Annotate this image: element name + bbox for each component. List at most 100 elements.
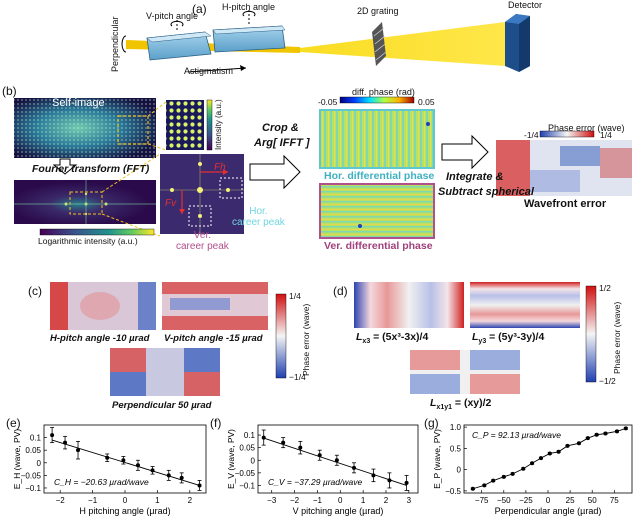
- y-tick-label: 0.1: [244, 431, 256, 440]
- phase-error-min: -1/4: [524, 130, 539, 140]
- slope-annotation: C_H = −20.63 µrad/wave: [54, 477, 149, 487]
- y-tick-label: 0.1: [30, 434, 42, 443]
- perpendicular-label: Perpendicular: [110, 16, 120, 72]
- y-tick-label: −0.05: [235, 469, 256, 478]
- data-point: [352, 465, 356, 470]
- fit-line: [263, 437, 407, 486]
- panel-d-cbar-label: Phase error (wave): [612, 301, 622, 374]
- y-axis-label: E_V (wave, PV): [226, 429, 236, 489]
- data-point: [166, 473, 171, 478]
- panel-label-c: (c): [28, 284, 42, 298]
- v-pitch-map: [162, 282, 268, 330]
- intensity-colorbar: [206, 99, 213, 151]
- data-point: [317, 453, 322, 458]
- panel-label-f: (f): [210, 416, 222, 430]
- y-tick-label: 0: [251, 456, 256, 465]
- fv-label: Fv: [165, 198, 177, 209]
- panel-label-g: (g): [424, 416, 439, 430]
- data-point: [594, 432, 599, 437]
- x-axis-label: Perpendicular angle (µrad): [495, 506, 602, 516]
- x-tick-label: 75: [610, 496, 619, 505]
- y-tick-label: 1.0: [450, 423, 462, 432]
- h-pitch-caption: H-pitch angle -10 µrad: [50, 333, 150, 344]
- v-pitch-label: V-pitch angle: [146, 11, 199, 21]
- data-point: [179, 475, 184, 480]
- lxy-map: [410, 350, 520, 394]
- data-point: [585, 436, 590, 441]
- data-point: [150, 468, 155, 473]
- x-tick-label: 1: [361, 496, 366, 505]
- x-tick-label: −1: [88, 496, 98, 505]
- panel-d-maps: [354, 282, 597, 394]
- data-point: [576, 441, 581, 446]
- fft-image: [14, 180, 156, 224]
- x-tick-label: −3: [267, 496, 277, 505]
- data-point: [63, 440, 68, 445]
- y-tick-label: −0.05: [21, 471, 42, 480]
- y-tick-label: −0.1: [25, 484, 41, 493]
- phase-error-max: 1/4: [600, 130, 612, 140]
- data-point: [530, 461, 535, 466]
- perp-caption: Perpendicular 50 µrad: [112, 400, 212, 411]
- v-pitch-caption: V-pitch angle -15 µrad: [164, 333, 263, 344]
- integrate-label-2: Subtract spherical: [438, 186, 534, 198]
- x-tick-label: 2: [188, 496, 193, 505]
- lxy-sub: x1y1: [436, 404, 452, 412]
- x-axis-label: H pitching angle (µrad): [79, 506, 170, 516]
- y-axis-label: E_H (wave, PV): [12, 429, 22, 490]
- x-tick-label: −50: [497, 496, 511, 505]
- data-point: [371, 473, 376, 478]
- data-point: [565, 443, 570, 448]
- data-point: [603, 431, 608, 436]
- log-intensity-label: Logarithmic intensity (a.u.): [38, 236, 138, 246]
- x-tick-label: −1: [313, 496, 323, 505]
- data-point: [135, 463, 140, 468]
- y-tick-label: 0.5: [450, 444, 462, 453]
- wavefront-label: Wavefront error: [524, 198, 607, 210]
- x-tick-label: −75: [475, 496, 489, 505]
- y-axis-label: E_P (wave, PV): [432, 429, 442, 489]
- panel-d-cbar-min: −1/2: [599, 376, 616, 386]
- ly3-map: [470, 282, 580, 328]
- fft-zoom: [160, 154, 244, 234]
- integrate-label-1: Integrate &: [446, 171, 504, 183]
- x-tick-label: 50: [588, 496, 597, 505]
- grating-label: 2D grating: [357, 6, 399, 16]
- data-point: [50, 433, 55, 438]
- h-pitch-mirror: [212, 25, 286, 53]
- y-tick-label: 0.05: [239, 444, 255, 453]
- lx3-eq: = (5x³-3x)/4: [370, 331, 429, 343]
- panel-c-maps: [50, 282, 287, 396]
- x-tick-label: 1: [155, 496, 160, 505]
- data-point: [623, 426, 628, 431]
- data-point: [197, 483, 202, 488]
- ver-diff-phase-image: [319, 183, 435, 239]
- fft-label: Fourier transform (FFT): [32, 163, 150, 175]
- panel-c-cbar-label: Phase error (wave): [301, 303, 311, 376]
- y-tick-label: −0.5: [445, 487, 461, 496]
- diff-phase-max: 0.05: [418, 97, 435, 107]
- panel-d-cbar-max: 1/2: [599, 283, 611, 293]
- ver-diff-label: Ver. differential phase: [324, 240, 433, 252]
- lx3-symbol: L: [356, 331, 363, 343]
- x-tick-label: 3: [407, 496, 412, 505]
- h-pitch-map: [50, 282, 156, 330]
- slope-annotation: C_P = 92.13 µrad/wave: [472, 430, 561, 440]
- setup-diagram: [121, 10, 530, 73]
- detector-box: [505, 14, 530, 72]
- ver-peak-label: Ver. career peak: [176, 230, 229, 252]
- panel-label-e: (e): [6, 416, 21, 430]
- ly3-eq: = (5y³-3y)/4: [486, 331, 545, 343]
- slope-annotation: C_V = −37.29 µrad/wave: [268, 477, 362, 487]
- data-point: [521, 466, 526, 471]
- y-tick-label: 0: [37, 459, 42, 468]
- data-point: [491, 478, 496, 483]
- y-tick-label: 0.05: [25, 446, 41, 455]
- y-tick-label: 0: [457, 466, 462, 475]
- detector-label: Detector: [508, 0, 543, 10]
- lxy-eq: = (xy)/2: [452, 397, 492, 409]
- data-point: [614, 429, 619, 434]
- data-point: [105, 455, 110, 460]
